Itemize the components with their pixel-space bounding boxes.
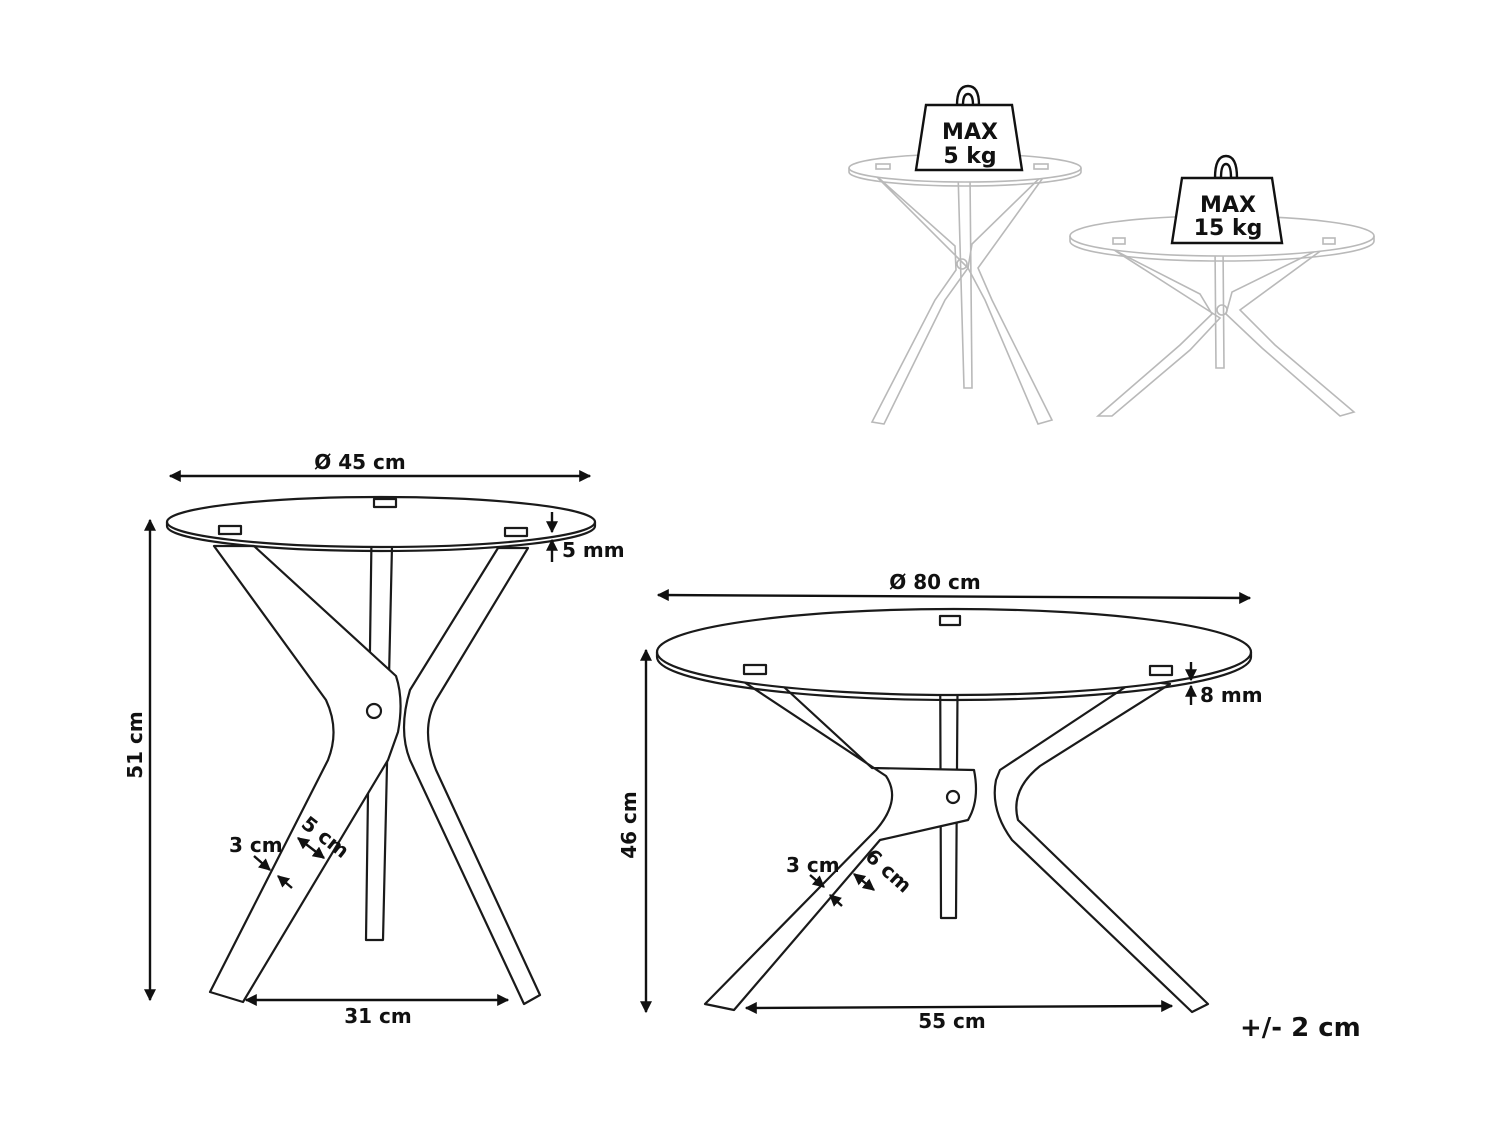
large-base-span-label: 55 cm [918,1009,986,1033]
small-base-span-label: 31 cm [344,1004,412,1028]
tolerance-label: +/- 2 cm [1240,1013,1361,1043]
small-table-drawing: Ø 45 cm 51 cm 5 mm 3 cm 5 cm 31 cm [123,450,625,1028]
large-leg-thickness-label: 3 cm [786,853,840,877]
weight-icon [955,84,981,107]
small-leg-thickness-label: 3 cm [229,833,283,857]
large-weight-line1: MAX [1200,193,1256,218]
large-table-drawing: Ø 80 cm 46 cm 8 mm 3 cm 6 cm 55 cm [617,570,1263,1033]
large-table-load-illustration: MAX 15 kg [1069,154,1375,417]
weight-icon [1213,154,1239,180]
large-glass-thickness-label: 8 mm [1200,683,1263,707]
small-diameter-label: Ø 45 cm [314,450,405,474]
small-height-label: 51 cm [123,711,147,779]
small-weight-line1: MAX [942,120,998,145]
small-weight-line2: 5 kg [943,144,996,169]
large-weight-line2: 15 kg [1194,216,1263,241]
large-diameter-label: Ø 80 cm [889,570,980,594]
large-height-label: 46 cm [617,791,641,859]
large-leg-width-label: 6 cm [861,844,917,898]
small-glass-thickness-label: 5 mm [562,538,625,562]
small-table-load-illustration: MAX 5 kg [848,84,1082,425]
